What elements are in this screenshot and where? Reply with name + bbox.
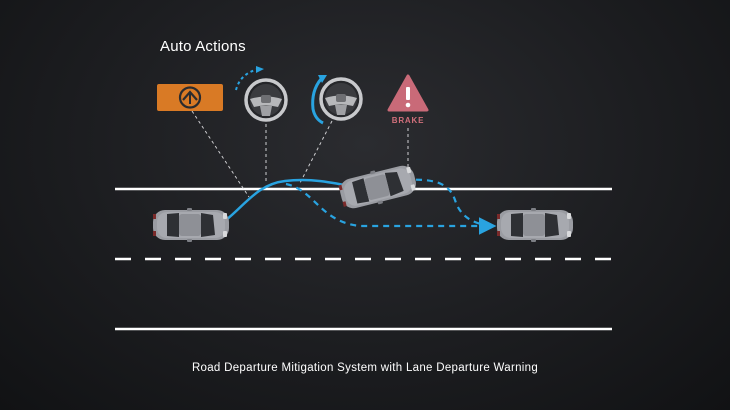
recovery-path-dashed <box>405 180 492 226</box>
diagram-title: Auto Actions <box>160 38 246 55</box>
diagram-caption: Road Departure Mitigation System with La… <box>0 362 730 374</box>
car-returned <box>497 208 573 242</box>
steering-wheel-left-icon <box>313 75 361 123</box>
brake-label: BRAKE <box>382 116 434 125</box>
connector-line <box>192 111 249 197</box>
car-correcting <box>337 161 419 212</box>
brake-warning-icon <box>389 76 427 110</box>
lane-assist-warning-icon <box>157 84 223 111</box>
steering-wheel-right-icon <box>236 66 286 120</box>
connector-line <box>300 121 332 183</box>
car-departing <box>153 208 229 242</box>
